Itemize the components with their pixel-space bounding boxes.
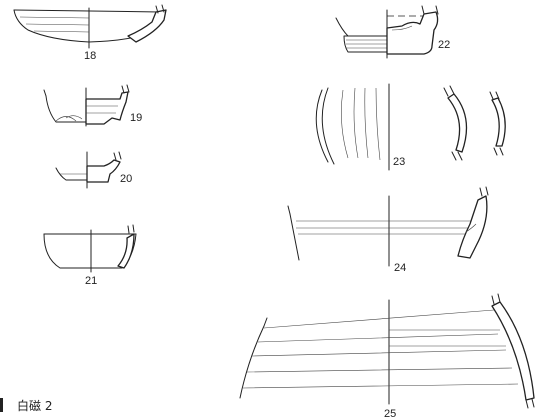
- sherd-21: 21: [43, 224, 137, 287]
- sherd-25: 25: [239, 293, 535, 420]
- label-25: 25: [384, 408, 396, 420]
- label-19: 19: [130, 112, 142, 124]
- sherd-18: 18: [13, 4, 167, 62]
- label-18: 18: [84, 50, 96, 62]
- label-23: 23: [393, 156, 405, 168]
- label-24: 24: [394, 262, 406, 274]
- caption-text: 白磁 2: [17, 398, 52, 413]
- sherd-19: 19: [43, 84, 142, 127]
- label-22: 22: [438, 39, 450, 51]
- sherd-23: 23: [315, 83, 506, 171]
- label-20: 20: [120, 173, 132, 185]
- sherd-24: 24: [287, 186, 489, 274]
- caption-marker: [0, 398, 3, 412]
- label-21: 21: [85, 275, 97, 287]
- figure-caption: 白磁 2: [0, 398, 52, 413]
- sherd-20: 20: [55, 151, 132, 189]
- sherd-22: 22: [335, 5, 450, 59]
